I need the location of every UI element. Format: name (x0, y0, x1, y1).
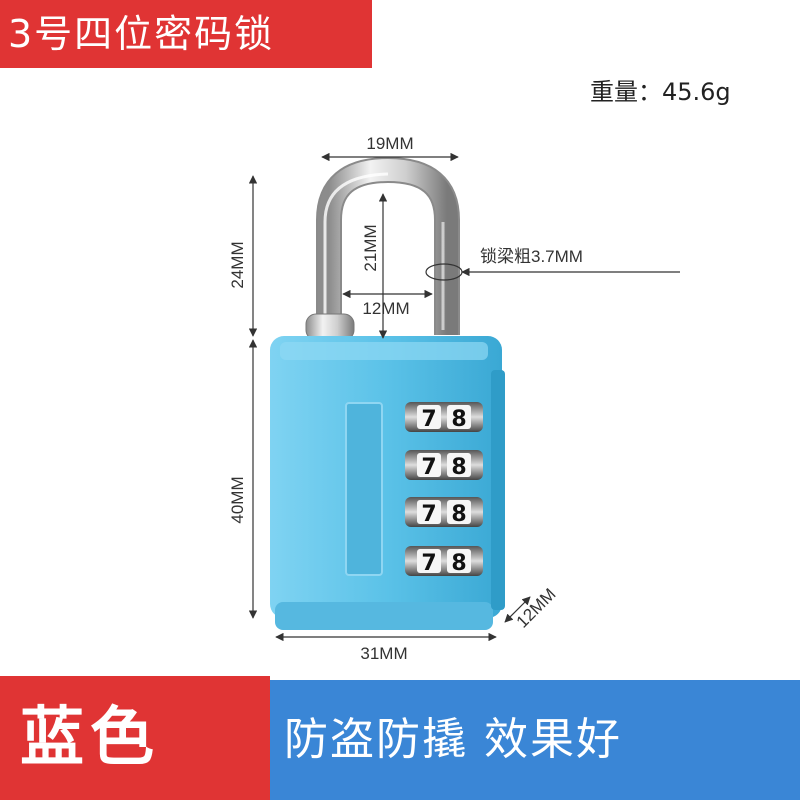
title-banner: 3号四位密码锁 (0, 0, 372, 68)
dial-stack: 7 8 7 8 7 8 7 8 (405, 402, 483, 576)
label-shackle-diameter: 锁梁粗3.7MM (480, 247, 583, 266)
product-title: 3号四位密码锁 (8, 12, 275, 56)
label-inner-width: 12MM (362, 299, 409, 318)
color-label: 蓝色 (20, 701, 160, 775)
label-shackle-width: 19MM (366, 134, 413, 153)
dial-digit-left: 7 (421, 502, 436, 527)
dial-digit-right: 8 (451, 502, 466, 527)
color-badge: 蓝色 (0, 676, 270, 800)
dial-digit-left: 7 (421, 407, 436, 432)
label-body-height: 40MM (228, 476, 247, 523)
dim-ring-shackle-diameter (425, 263, 463, 281)
label-inner-height: 21MM (361, 224, 380, 271)
dial-row: 7 8 (405, 546, 483, 576)
dial-digit-right: 8 (451, 407, 466, 432)
lock-diagram: 7 8 7 8 7 8 7 8 (228, 134, 680, 663)
lock-body (270, 336, 505, 630)
label-shackle-height: 24MM (228, 241, 247, 288)
slogan: 防盗防撬 效果好 (284, 714, 622, 765)
dial-digit-right: 8 (451, 455, 466, 480)
dim-line-body-depth (504, 596, 531, 623)
dial-digit-left: 7 (421, 455, 436, 480)
shackle (316, 156, 460, 335)
dial-digit-right: 8 (451, 551, 466, 576)
side-recess (345, 402, 383, 576)
dial-row: 7 8 (405, 402, 483, 432)
dimension-lines (248, 152, 680, 642)
dial-row: 7 8 (405, 497, 483, 527)
weight-label: 重量：45.6g (590, 78, 731, 106)
label-body-width: 31MM (360, 644, 407, 663)
dial-row: 7 8 (405, 450, 483, 480)
dial-digit-left: 7 (421, 551, 436, 576)
